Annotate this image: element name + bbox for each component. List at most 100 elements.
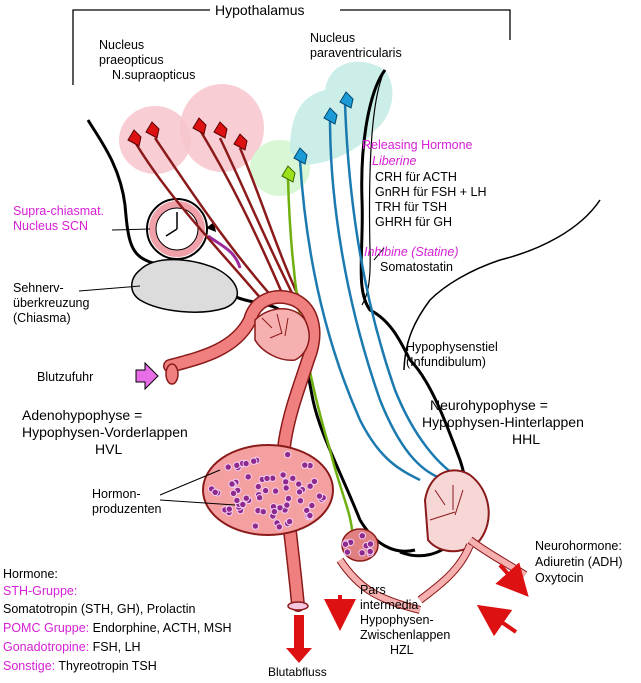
- neuro-label-1: Neurohypophyse =: [430, 397, 548, 413]
- blutabfluss-label: Blutabfluss: [268, 665, 327, 678]
- nucleus-praeopticus-label-1: Nucleus: [99, 38, 144, 52]
- blutzufuhr-label: Blutzufuhr: [37, 370, 93, 384]
- secretory-cell: [239, 500, 247, 509]
- blutzufuhr-arrow: [135, 361, 159, 391]
- nucleus-paraventricularis-label-1: Nucleus: [310, 31, 355, 45]
- adeno-label-3: HVL: [95, 441, 122, 457]
- blue-axons: [298, 102, 456, 482]
- neurohormone-label-1: Neurohormone:: [535, 539, 622, 553]
- secretory-cell: [229, 489, 238, 497]
- hormone-title: Hormone:: [3, 567, 58, 581]
- red-neurons: [127, 117, 248, 151]
- pars-label-4: Zwischenlappen: [360, 628, 450, 642]
- secretory-cell: [283, 501, 291, 509]
- red-outflow-arrows: [324, 562, 529, 637]
- secretory-cell: [279, 471, 287, 479]
- adeno-label-2: Hypophysen-Vorderlappen: [22, 424, 188, 440]
- secretory-cell: [250, 457, 258, 465]
- secretory-cell: [303, 506, 311, 515]
- secretory-cell: [233, 496, 241, 505]
- secretory-cell: [244, 473, 252, 481]
- neurohormone-label-3: Oxytocin: [535, 571, 584, 585]
- secretory-cell: [285, 517, 294, 526]
- secretory-cell: [242, 459, 250, 468]
- secretory-cell: [310, 477, 319, 486]
- secretory-cell: [366, 540, 375, 548]
- secretory-cell: [284, 494, 293, 503]
- pars-intermedia-cluster: [336, 528, 421, 614]
- pomc-line: POMC Gruppe: Endorphine, ACTH, MSH: [3, 621, 232, 635]
- secretory-cell: [251, 522, 260, 530]
- hormonproduzenten-cluster: [202, 444, 334, 536]
- secretory-cell: [276, 504, 284, 512]
- chiasma-label-2: überkreuzung: [13, 296, 89, 310]
- trh-label: TRH für TSH: [375, 200, 447, 214]
- hormonproduzenten-label-1: Hormon-: [92, 487, 141, 501]
- gonado-label: Gonadotropine:: [3, 640, 89, 654]
- secretory-cell: [306, 511, 314, 520]
- secretory-cell: [315, 492, 324, 500]
- nucleus-praeopticus-label-3: N.supraopticus: [112, 68, 195, 82]
- gonado-text: FSH, LH: [89, 640, 140, 654]
- secretory-cell: [211, 488, 219, 496]
- hypothalamus-label: Hypothalamus: [215, 2, 305, 18]
- nucleus-paraventricularis-label-2: paraventricularis: [310, 46, 402, 60]
- chiasma-label-1: Sehnerv-: [13, 281, 64, 295]
- crh-label: CRH für ACTH: [375, 170, 457, 184]
- secretory-cell: [259, 508, 267, 516]
- adeno-label-1: Adenohypophyse =: [22, 407, 142, 423]
- secretory-cell: [282, 478, 290, 486]
- secretory-cell: [366, 547, 374, 556]
- secretory-cell: [225, 505, 234, 513]
- red-axons: [133, 129, 307, 311]
- secretory-cell: [242, 494, 251, 502]
- green-neuron: [281, 165, 296, 183]
- neuro-label-2: Hypophysen-Hinterlappen: [422, 414, 584, 430]
- releasing-hormone-label: Releasing Hormone: [362, 138, 473, 152]
- secretory-cell: [228, 480, 236, 488]
- secretory-cell: [295, 480, 303, 488]
- neurohormone-label-2: Adiuretin (ADH): [535, 555, 623, 569]
- secretory-cell: [271, 487, 280, 495]
- chiasma-shape: [131, 258, 239, 313]
- secretory-cell: [301, 461, 309, 469]
- liberine-label: Liberine: [372, 154, 417, 168]
- secretory-cell: [255, 494, 264, 502]
- hypothalamus-bracket: [72, 9, 511, 85]
- sonstige-text: Thyreotropin TSH: [55, 659, 157, 673]
- neuro-label-3: HHL: [512, 431, 540, 447]
- secretory-cell: [282, 484, 290, 492]
- inhibine-label: Inhibine (Statine): [364, 245, 459, 259]
- ghrh-label: GHRH für GH: [375, 215, 452, 229]
- sonstige-label: Sonstige:: [3, 659, 55, 673]
- chiasma-label-3: (Chiasma): [13, 311, 71, 325]
- stiel-label-1: Hypophysenstiel: [406, 340, 498, 354]
- gnrh-label: GnRH für FSH + LH: [375, 185, 487, 199]
- somatostatin-label: Somatostatin: [380, 260, 453, 274]
- hormonproduzenten-label-2: produzenten: [92, 502, 162, 516]
- pars-label-5: HZL: [390, 643, 414, 657]
- pars-label-2: intermedia: [360, 598, 418, 612]
- neurohypophyse-shape: [417, 469, 528, 604]
- secretory-cell: [306, 482, 314, 490]
- secretory-cell: [289, 474, 297, 482]
- sonstige-line: Sonstige: Thyreotropin TSH: [3, 659, 157, 673]
- scn-label-2: Nucleus SCN: [13, 219, 88, 233]
- leader-lines: [78, 228, 385, 506]
- pars-label-3: Hypophysen-: [360, 613, 434, 627]
- secretory-cell: [296, 497, 305, 505]
- nucleus-praeopticus-label-2: praeopticus: [99, 53, 164, 67]
- gonado-line: Gonadotropine: FSH, LH: [3, 640, 141, 654]
- secretory-cell: [358, 532, 366, 540]
- sth-gruppe-label: STH-Gruppe:: [3, 584, 77, 598]
- secretory-cell: [263, 474, 271, 483]
- sth-text: Somatotropin (STH, GH), Prolactin: [3, 602, 195, 616]
- pomc-gruppe-label: POMC Gruppe:: [3, 621, 89, 635]
- blue-neurons: [293, 91, 354, 165]
- secretory-cell: [341, 540, 350, 548]
- secretory-cell: [275, 523, 283, 531]
- secretory-cell: [308, 501, 316, 510]
- secretory-cell: [343, 548, 352, 556]
